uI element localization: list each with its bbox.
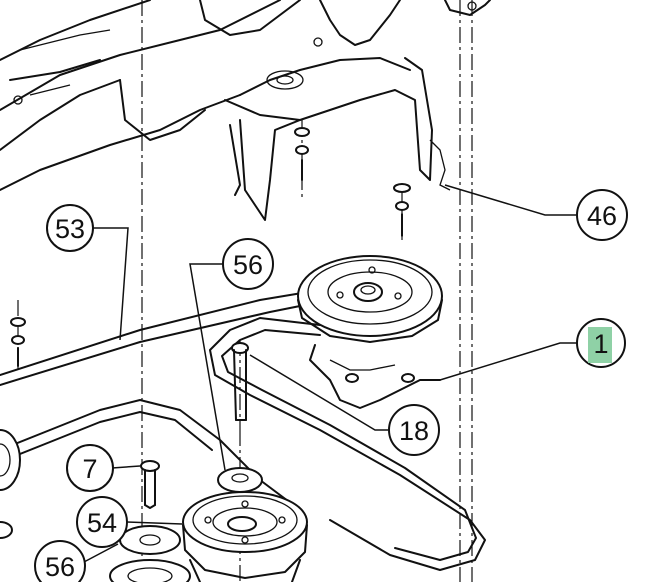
callout-53: 53 [46, 204, 94, 252]
callout-54: 54 [76, 496, 128, 548]
belts [0, 289, 486, 571]
callout-7: 7 [66, 444, 114, 492]
callout-7-label: 7 [82, 454, 97, 484]
callout-56-upper-label: 56 [233, 250, 263, 280]
small-idler-pulley [217, 467, 263, 493]
callout-46: 46 [576, 189, 628, 241]
callout-54-label: 54 [87, 508, 117, 538]
bolt-7 [140, 460, 160, 509]
idler-arm [231, 342, 249, 421]
deck-housing [0, 0, 491, 191]
callout-56-lower: 56 [34, 540, 86, 582]
spindle-pulley [297, 255, 443, 409]
callout-53-label: 53 [55, 214, 85, 244]
callout-18: 18 [388, 404, 440, 456]
left-pulleys [0, 429, 21, 539]
callout-46-label: 46 [587, 201, 617, 231]
large-idler-pulley [182, 491, 308, 582]
callout-56-lower-label: 56 [45, 552, 75, 582]
hardware [10, 127, 411, 367]
leader-lines [83, 184, 578, 563]
callout-1-label: 1 [593, 329, 608, 359]
bottom-idler-pulley [109, 525, 191, 582]
callout-56-upper: 56 [222, 238, 274, 290]
idler-bracket [229, 57, 451, 221]
callout-1: 1 [576, 318, 626, 368]
callout-1-highlight [588, 327, 612, 363]
callout-18-label: 18 [399, 416, 429, 446]
